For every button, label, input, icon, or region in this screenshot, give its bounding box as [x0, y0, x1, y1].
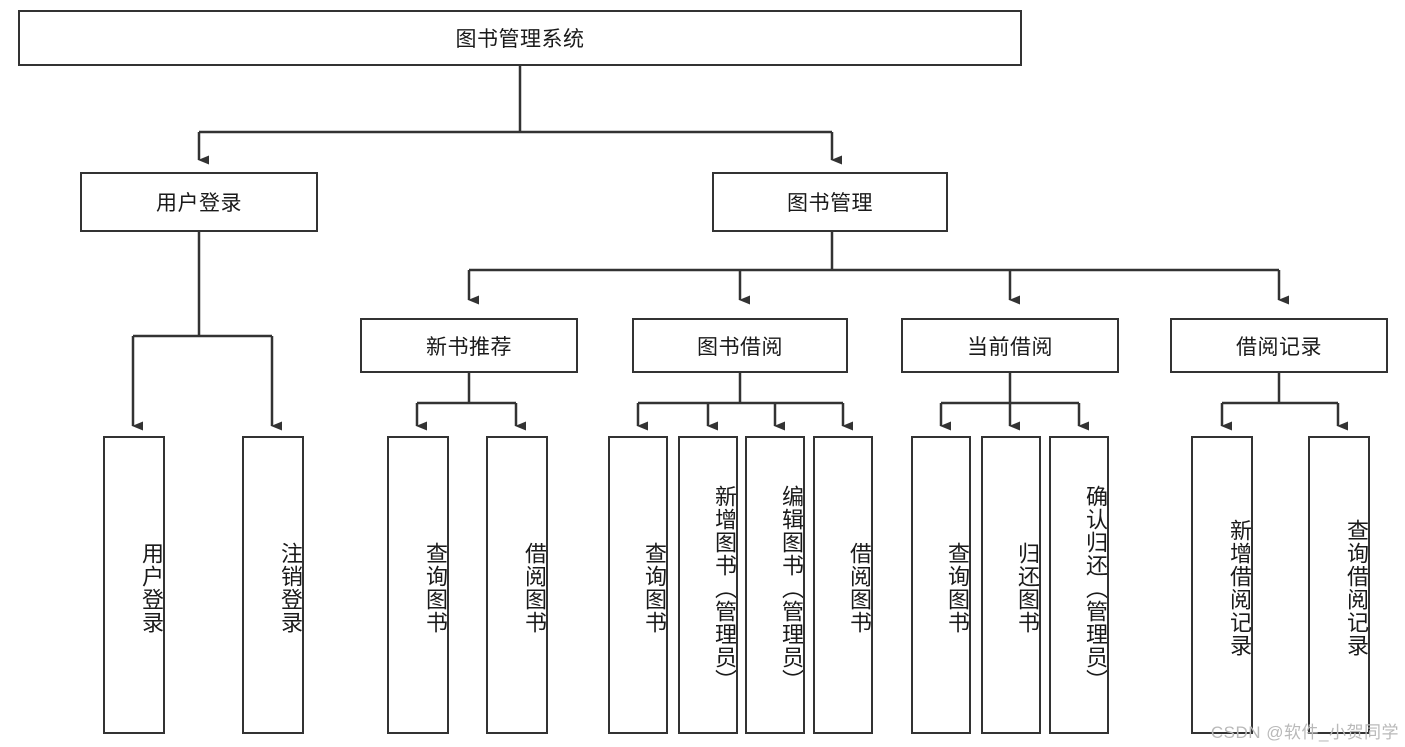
node-label: 归还图书 — [1015, 542, 1040, 634]
node-label: 借阅图书 — [847, 542, 872, 634]
leaf-confirm-return-admin[interactable]: 确认归还（管理员） — [1049, 436, 1109, 734]
node-label: 图书借阅 — [697, 335, 783, 359]
node-label: 查询图书 — [945, 542, 970, 634]
leaf-logout[interactable]: 注销登录 — [242, 436, 304, 734]
node-label: 用户登录 — [139, 542, 164, 634]
leaf-query-book-borrow[interactable]: 查询图书 — [608, 436, 668, 734]
leaf-query-borrow-record[interactable]: 查询借阅记录 — [1308, 436, 1370, 734]
leaf-query-book-current[interactable]: 查询图书 — [911, 436, 971, 734]
leaf-borrow-book[interactable]: 借阅图书 — [813, 436, 873, 734]
node-label: 图书管理系统 — [455, 28, 585, 51]
leaf-user-login[interactable]: 用户登录 — [103, 436, 165, 734]
node-label: 当前借阅 — [967, 335, 1053, 359]
node-label: 新增借阅记录 — [1227, 519, 1252, 657]
node-label: 新书推荐 — [426, 335, 512, 359]
node-new-book-recommend[interactable]: 新书推荐 — [360, 318, 578, 373]
leaf-edit-book-admin[interactable]: 编辑图书（管理员） — [745, 436, 805, 734]
node-label: 查询借阅记录 — [1344, 519, 1369, 657]
node-label: 借阅图书 — [522, 542, 547, 634]
node-label: 注销登录 — [278, 542, 303, 634]
leaf-add-borrow-record[interactable]: 新增借阅记录 — [1191, 436, 1253, 734]
node-user-login[interactable]: 用户登录 — [80, 172, 318, 232]
node-book-borrow[interactable]: 图书借阅 — [632, 318, 848, 373]
node-label: 编辑图书（管理员） — [779, 484, 804, 692]
node-label: 查询图书 — [423, 542, 448, 634]
node-current-borrow[interactable]: 当前借阅 — [901, 318, 1119, 373]
node-book-management[interactable]: 图书管理 — [712, 172, 948, 232]
leaf-return-book[interactable]: 归还图书 — [981, 436, 1041, 734]
leaf-borrow-book-recommend[interactable]: 借阅图书 — [486, 436, 548, 734]
csdn-watermark: CSDN @软件_小贺同学 — [1210, 723, 1399, 742]
leaf-query-book-recommend[interactable]: 查询图书 — [387, 436, 449, 734]
node-label: 用户登录 — [156, 192, 242, 215]
node-root-system[interactable]: 图书管理系统 — [18, 10, 1022, 66]
node-label: 确认归还（管理员） — [1083, 484, 1108, 692]
node-borrow-record[interactable]: 借阅记录 — [1170, 318, 1388, 373]
node-label: 新增图书（管理员） — [712, 484, 737, 692]
leaf-add-book-admin[interactable]: 新增图书（管理员） — [678, 436, 738, 734]
node-label: 图书管理 — [787, 192, 873, 215]
node-label: 查询图书 — [642, 542, 667, 634]
node-label: 借阅记录 — [1236, 335, 1322, 359]
